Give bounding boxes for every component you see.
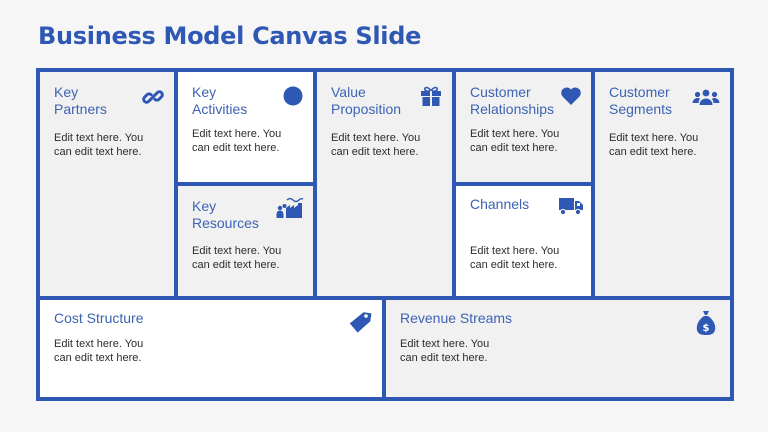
heart-icon: [560, 86, 582, 106]
block-body[interactable]: Edit text here. You can edit text here.: [470, 127, 559, 155]
block-heading: Channels: [470, 196, 529, 213]
truck-icon: [558, 196, 584, 216]
body-line: Edit text here. You: [192, 245, 282, 257]
body-line: can edit text here.: [470, 142, 558, 154]
body-line: can edit text here.: [470, 259, 558, 271]
block-key-partners[interactable]: Key Partners Edit text here. You can edi…: [40, 72, 174, 296]
body-line: Edit text here. You: [609, 132, 699, 144]
body-line: can edit text here.: [609, 146, 697, 158]
svg-text:$: $: [703, 323, 710, 334]
price-tag-icon: [350, 311, 372, 335]
body-line: can edit text here.: [54, 352, 142, 364]
heading-line: Key: [192, 84, 217, 100]
block-body[interactable]: Edit text here. You can edit text here.: [400, 337, 489, 365]
heading-line: Partners: [54, 101, 107, 117]
body-line: Edit text here. You: [470, 128, 560, 140]
body-line: can edit text here.: [331, 146, 419, 158]
block-heading: Revenue Streams: [400, 310, 512, 327]
block-customer-relationships[interactable]: Customer Relationships Edit text here. Y…: [456, 72, 591, 182]
body-line: can edit text here.: [192, 259, 280, 271]
body-line: Edit text here. You: [470, 245, 560, 257]
block-body[interactable]: Edit text here. You can edit text here.: [609, 131, 698, 159]
gift-icon: [420, 85, 442, 107]
business-model-canvas: Key Partners Edit text here. You can edi…: [36, 68, 734, 401]
heading-line: Activities: [192, 101, 248, 117]
block-body[interactable]: Edit text here. You can edit text here.: [54, 131, 143, 159]
body-line: can edit text here.: [192, 142, 280, 154]
block-heading: Customer Relationships: [470, 84, 554, 118]
slide-title: Business Model Canvas Slide: [38, 22, 422, 50]
heading-line: Cost Structure: [54, 310, 144, 326]
block-body[interactable]: Edit text here. You can edit text here.: [54, 337, 143, 365]
body-line: Edit text here. You: [54, 132, 144, 144]
heading-line: Resources: [192, 215, 259, 231]
block-heading: Customer Segments: [609, 84, 672, 118]
block-heading: Value Proposition: [331, 84, 401, 118]
body-line: can edit text here.: [400, 352, 488, 364]
block-channels[interactable]: Channels Edit text here. You can edit te…: [456, 186, 591, 296]
body-line: Edit text here. You: [54, 338, 144, 350]
factory-people-icon: [275, 196, 305, 220]
block-value-proposition[interactable]: Value Proposition Edit text here. You ca…: [317, 72, 452, 296]
block-key-activities[interactable]: Key Activities Edit text here. You can e…: [178, 72, 313, 182]
block-body[interactable]: Edit text here. You can edit text here.: [470, 244, 559, 272]
body-line: Edit text here. You: [400, 338, 490, 350]
block-heading: Key Partners: [54, 84, 107, 118]
body-line: can edit text here.: [54, 146, 142, 158]
users-icon: [692, 88, 720, 106]
circle-icon: [283, 86, 303, 106]
block-body[interactable]: Edit text here. You can edit text here.: [331, 131, 420, 159]
heading-line: Proposition: [331, 101, 402, 117]
heading-line: Segments: [609, 101, 673, 117]
block-key-resources[interactable]: Key Resources Edit text here. You can ed…: [178, 186, 313, 296]
body-line: Edit text here. You: [192, 128, 282, 140]
heading-line: Relationships: [470, 101, 555, 117]
heading-line: Channels: [470, 196, 530, 212]
heading-line: Key: [192, 198, 217, 214]
link-icon: [142, 86, 164, 108]
block-customer-segments[interactable]: Customer Segments Edit text here. You ca…: [595, 72, 730, 296]
heading-line: Customer: [609, 84, 670, 100]
body-line: Edit text here. You: [331, 132, 421, 144]
block-revenue-streams[interactable]: Revenue Streams $ Edit text here. You ca…: [386, 300, 730, 397]
block-heading: Key Activities: [192, 84, 247, 118]
money-bag-icon: $: [696, 310, 716, 336]
heading-line: Customer: [470, 84, 531, 100]
block-body[interactable]: Edit text here. You can edit text here.: [192, 244, 281, 272]
heading-line: Key: [54, 84, 79, 100]
heading-line: Revenue Streams: [400, 310, 513, 326]
heading-line: Value: [331, 84, 366, 100]
block-heading: Cost Structure: [54, 310, 143, 327]
block-body[interactable]: Edit text here. You can edit text here.: [192, 127, 281, 155]
block-cost-structure[interactable]: Cost Structure Edit text here. You can e…: [40, 300, 382, 397]
block-heading: Key Resources: [192, 198, 259, 232]
